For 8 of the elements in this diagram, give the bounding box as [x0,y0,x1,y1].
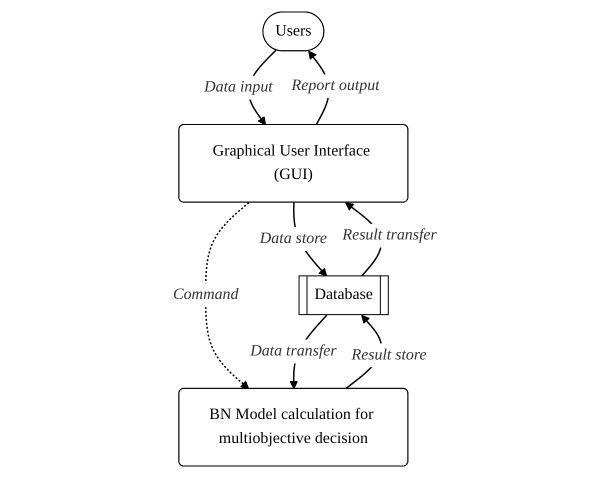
edge-label: Result store [352,346,427,364]
arrow [205,202,250,390]
edge-label: Report output [292,77,380,94]
edge-label: Data transfer [250,342,337,360]
edge-label: Data input [204,78,273,96]
edge-label: Data store [260,230,328,247]
edge-label: Command [173,286,239,304]
edge-label: Result transfer [342,226,437,244]
